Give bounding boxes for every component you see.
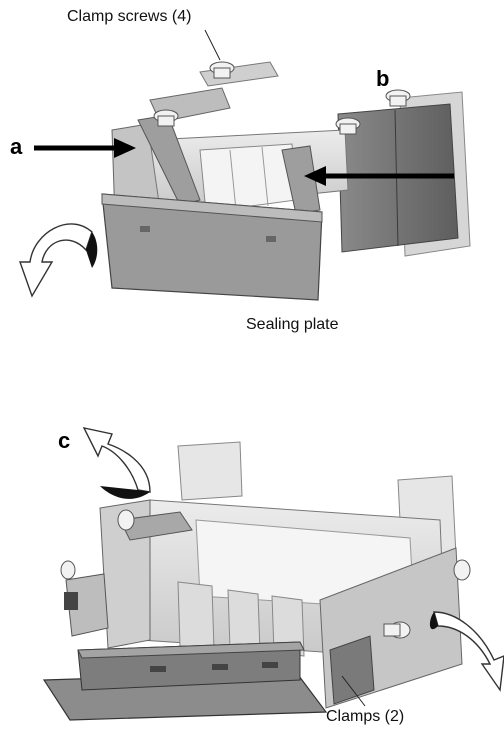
bottom-assembly xyxy=(42,427,504,721)
top-assembly xyxy=(19,29,471,301)
clamps-label: Clamps (2) xyxy=(326,708,405,725)
sealing-plate-label: Sealing plate xyxy=(246,316,339,333)
clamp-screws-label: Clamp screws (4) xyxy=(67,8,192,25)
callout-c: c xyxy=(58,428,71,453)
callout-b: b xyxy=(376,66,390,91)
callout-a: a xyxy=(10,134,23,159)
